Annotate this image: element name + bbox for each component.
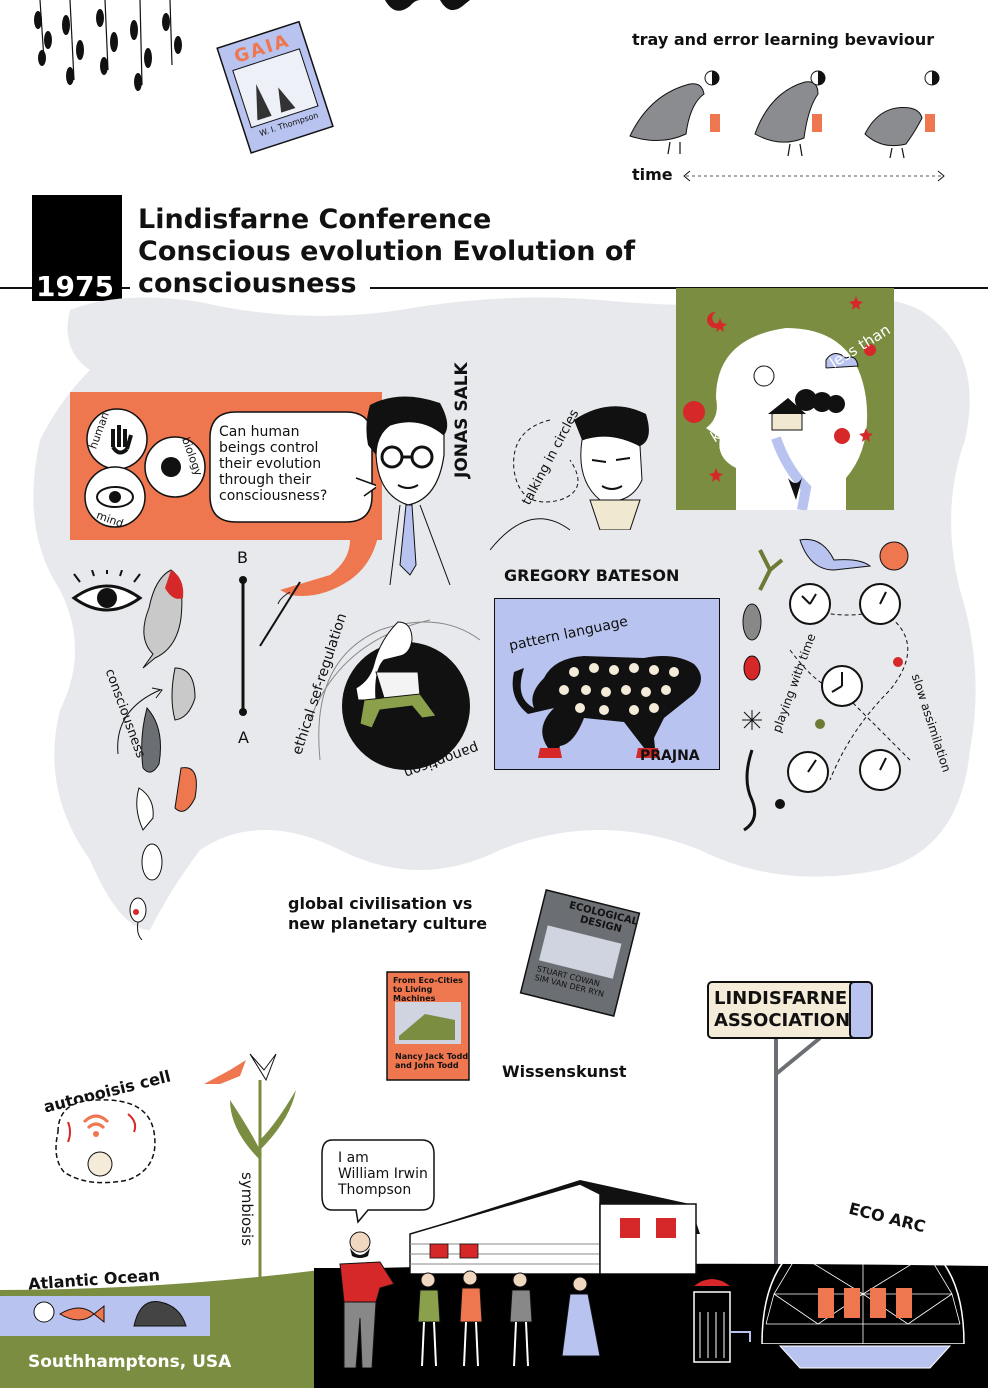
prajna-label: PRAJNA: [640, 748, 700, 764]
thompson-line-3: Thompson: [338, 1182, 412, 1198]
microorganism-illustration: [129, 843, 163, 940]
wissenskunst-label: Wissenskunst: [502, 1062, 627, 1081]
location-label: Southhamptons, USA: [28, 1352, 232, 1372]
ba-axis: [239, 576, 247, 716]
gregory-bateson-portrait: [574, 406, 649, 530]
book-eco-cities: From Eco-Cities to Living Machines Nancy…: [385, 970, 471, 1082]
question-line-5: consciousness?: [219, 488, 328, 504]
crow-learning-illustration: [629, 70, 940, 159]
dome-platform: [778, 1345, 952, 1369]
global-line-1: global civilisation vs: [288, 894, 473, 913]
jonas-salk-name: JONAS SALK: [452, 362, 472, 478]
book-todd-cover: [386, 971, 470, 1081]
hanging-plant-illustration: [34, 0, 182, 91]
autopoisis-cell-illustration: [55, 1099, 156, 1184]
book-todd-author-1: Nancy Jack Todd: [395, 1052, 469, 1061]
book-todd-title-2: to Living Machines: [393, 985, 436, 1003]
thompson-line-2: William Irwin: [338, 1166, 428, 1182]
title-bg: [130, 266, 370, 302]
header-line: [0, 287, 988, 289]
panopticon-illustration: [309, 619, 481, 770]
thompson-speech-bubble: [321, 1139, 435, 1224]
time-label: time: [632, 165, 673, 184]
year-label: 1975: [36, 270, 114, 303]
question-speech-bubble: [209, 411, 376, 523]
question-line-2: beings control: [219, 440, 319, 456]
top-decoration-shape: [385, 0, 470, 11]
sign-line-2: ASSOCIATION: [714, 1010, 851, 1031]
year-block: [32, 195, 122, 301]
consciousness-arrow: [117, 687, 163, 755]
book-gaia: GAIA W. I. Thompson: [212, 16, 340, 158]
time-arrow: [683, 170, 945, 182]
question-line-4: through their: [219, 472, 312, 488]
dancing-people: [417, 1270, 601, 1367]
sea-creatures: [33, 1301, 187, 1327]
living-machine-tank: [693, 1279, 751, 1363]
axis-top-label: B: [237, 548, 248, 567]
sign-line-1: LINDISFARNE: [714, 988, 848, 1009]
symbiosis-label: symbiosis: [237, 1172, 256, 1246]
book-todd-authors: Nancy Jack Todd and John Todd: [395, 1052, 468, 1070]
title-line-2: Conscious evolution Evolution of: [138, 236, 636, 267]
hummingbird-and-plant: [204, 1053, 296, 1280]
william-thompson-figure: [339, 1231, 395, 1368]
lindisfarne-house: [409, 1180, 700, 1274]
thompson-line-1: I am: [338, 1150, 369, 1166]
question-line-3: their evolution: [219, 456, 322, 472]
book-todd-title-1: From Eco-Cities: [393, 976, 463, 985]
axis-bottom-label: A: [238, 728, 249, 747]
association-signpost: [707, 981, 873, 1280]
salk-question: Can human beings control their evolution…: [219, 424, 327, 504]
page-title: Lindisfarne Conference Conscious evoluti…: [138, 204, 678, 300]
eco-arc-dome: [761, 1227, 965, 1344]
clocks-illustration: [742, 538, 911, 832]
prajna-creature-illustration: [512, 656, 701, 758]
talking-in-circles-dashed-loop: [490, 419, 579, 551]
eye-icon: [71, 570, 143, 612]
book-eco-cover: [519, 889, 641, 1017]
gregory-bateson-name: GREGORY BATESON: [504, 566, 680, 585]
pointer-stick: [259, 581, 301, 647]
association-sign-text: LINDISFARNE ASSOCIATION: [714, 988, 850, 1032]
book-todd-title: From Eco-Cities to Living Machines: [393, 976, 471, 1003]
crow-title: tray and error learning bevaviour: [632, 30, 935, 49]
global-civilisation-text: global civilisation vs new planetary cul…: [288, 894, 487, 934]
human-biology-mind-circles: [84, 408, 206, 528]
global-line-2: new planetary culture: [288, 914, 488, 933]
thompson-speech: I am William Irwin Thompson: [338, 1150, 428, 1198]
jonas-salk-portrait: [366, 396, 451, 585]
title-line-1: Lindisfarne Conference: [138, 204, 492, 235]
title-line-3: consciousness: [138, 268, 357, 299]
book-gaia-cover: [216, 20, 334, 154]
book-ecological-design: ECOLOGICAL DESIGN STUART COWAN SIM VAN D…: [518, 888, 642, 1019]
fish-evolution-illustration: [136, 569, 197, 831]
question-line-1: Can human: [219, 424, 300, 440]
book-todd-author-2: and John Todd: [395, 1061, 459, 1070]
orange-hand-extension: [250, 520, 380, 605]
head-silhouette-illustration: [683, 296, 876, 510]
